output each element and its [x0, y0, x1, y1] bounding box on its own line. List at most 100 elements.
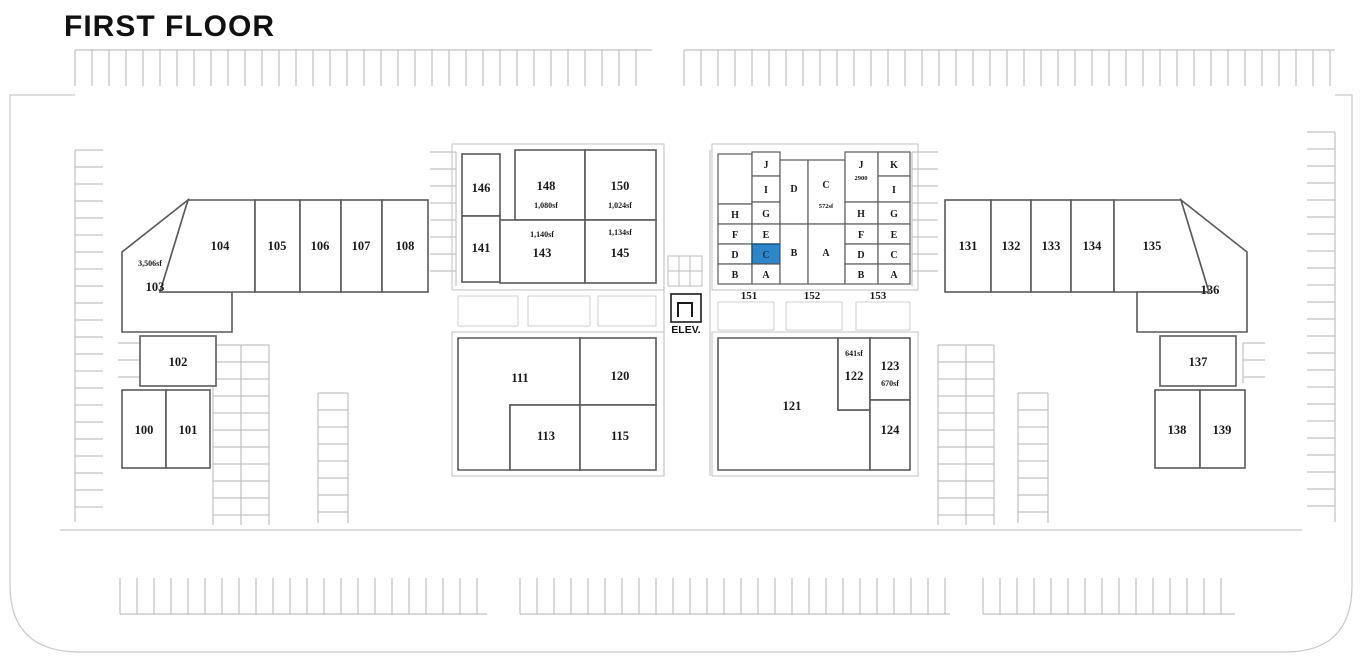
suite-153-A[interactable]: [877, 263, 911, 285]
unit-100-label: 100: [135, 423, 154, 437]
elevator-door-icon: [677, 302, 693, 317]
unit-139[interactable]: [1199, 389, 1246, 469]
suite-151-G-label: G: [762, 209, 770, 220]
unit-131[interactable]: [944, 199, 992, 293]
suite-151-I-label: I: [764, 185, 768, 196]
suite-151-A-label: A: [762, 270, 770, 281]
unit-141-label: 141: [472, 241, 491, 255]
suite-151-J-label: J: [764, 160, 769, 171]
unit-103-label: 103: [146, 280, 165, 294]
unit-122-sf: 641sf: [845, 349, 863, 358]
suite-153-A-label: A: [890, 270, 898, 281]
walkway-pad: [855, 301, 911, 331]
suite-152-C-sf: 572sf: [819, 203, 834, 210]
suite-153-I-label: I: [892, 185, 896, 196]
parking-areas: [74, 49, 1336, 615]
group-151-label: 151: [741, 290, 758, 302]
suite-151-H-label: H: [731, 210, 739, 221]
suite-152-A-label: A: [822, 248, 830, 259]
unit-148-label: 148: [537, 179, 556, 193]
unit-102-label: 102: [169, 355, 188, 369]
suite-152-D[interactable]: [779, 159, 809, 225]
unit-145-label: 145: [611, 246, 630, 260]
unit-115[interactable]: [579, 404, 657, 471]
unit-133-label: 133: [1042, 239, 1061, 253]
group-152-label: 152: [804, 290, 821, 302]
group-153-label: 153: [870, 290, 887, 302]
block-outline-topright: [711, 143, 919, 291]
suite-151-blank[interactable]: [717, 153, 753, 205]
unit-101[interactable]: [165, 389, 211, 469]
unit-124[interactable]: [869, 399, 911, 471]
elevator-label: ELEV.: [671, 324, 700, 336]
unit-138[interactable]: [1154, 389, 1201, 469]
unit-150-label: 150: [611, 179, 630, 193]
suite-152-B[interactable]: [779, 223, 809, 285]
suite-153-D-label: D: [857, 250, 864, 261]
block-outline-topleft: [451, 143, 665, 291]
walkway-pad: [717, 301, 775, 331]
unit-137-label: 137: [1189, 355, 1208, 369]
suite-153-B-label: B: [858, 270, 865, 281]
unit-107[interactable]: [340, 199, 383, 293]
suite-151-F-label: F: [732, 230, 738, 241]
suite-153-J-label: J: [859, 160, 864, 171]
suite-153-G-label: G: [890, 209, 898, 220]
suite-151-B-label: B: [732, 270, 739, 281]
unit-123-sf: 670sf: [881, 379, 899, 388]
unit-143[interactable]: [499, 219, 586, 284]
unit-150-sf: 1,024sf: [608, 201, 632, 210]
unit-146[interactable]: [461, 153, 501, 217]
suite-152-C[interactable]: [807, 159, 846, 225]
unit-123[interactable]: [869, 337, 911, 401]
unit-134-label: 134: [1083, 239, 1103, 253]
unit-103-sf: 3,506sf: [138, 259, 162, 268]
unit-105[interactable]: [254, 199, 301, 293]
suite-153-K[interactable]: [877, 151, 911, 177]
suite-153-F-label: F: [858, 230, 864, 241]
unit-113[interactable]: [509, 404, 581, 471]
unit-106-label: 106: [311, 239, 330, 253]
suite-152-D-label: D: [790, 184, 797, 195]
unit-146-label: 146: [472, 181, 491, 195]
unit-141[interactable]: [461, 215, 501, 283]
unit-135-label: 135: [1143, 239, 1162, 253]
unit-137[interactable]: [1159, 335, 1237, 387]
unit-133[interactable]: [1030, 199, 1072, 293]
unit-132[interactable]: [990, 199, 1032, 293]
block-outline-bottomleft: [451, 331, 665, 477]
unit-122[interactable]: [837, 337, 871, 411]
unit-121-label: 121: [783, 399, 802, 413]
suite-151-E-label: E: [763, 230, 770, 241]
unit-122-label: 122: [845, 369, 864, 383]
suite-151-I[interactable]: [751, 175, 781, 203]
unit-108-label: 108: [396, 239, 415, 253]
suite-152-C-label: C: [822, 180, 829, 191]
unit-145[interactable]: [584, 219, 657, 284]
unit-136-label: 136: [1201, 283, 1220, 297]
walkway-pad: [785, 301, 843, 331]
unit-108[interactable]: [381, 199, 429, 293]
unit-132-label: 132: [1002, 239, 1021, 253]
unit-123-label: 123: [881, 359, 900, 373]
site-outline: [9, 94, 1353, 653]
suite-153-J[interactable]: [844, 151, 879, 203]
unit-107-label: 107: [352, 239, 371, 253]
unit-120-label: 120: [611, 369, 630, 383]
suite-151-D-label: D: [731, 250, 738, 261]
unit-106[interactable]: [299, 199, 342, 293]
unit-148-sf: 1,080sf: [534, 201, 558, 210]
unit-139-label: 139: [1213, 423, 1232, 437]
unit-136[interactable]: [1136, 197, 1248, 333]
unit-124-label: 124: [881, 423, 901, 437]
unit-143-label: 143: [533, 246, 552, 260]
block-outline-bottomright: [711, 331, 919, 477]
elevator-icon[interactable]: [670, 293, 702, 323]
unit-102[interactable]: [139, 335, 217, 387]
page-title: FIRST FLOOR: [64, 10, 275, 43]
suite-153-I[interactable]: [877, 175, 911, 203]
suite-153-K-label: K: [890, 160, 898, 171]
unit-100[interactable]: [121, 389, 167, 469]
unit-101-label: 101: [179, 423, 198, 437]
